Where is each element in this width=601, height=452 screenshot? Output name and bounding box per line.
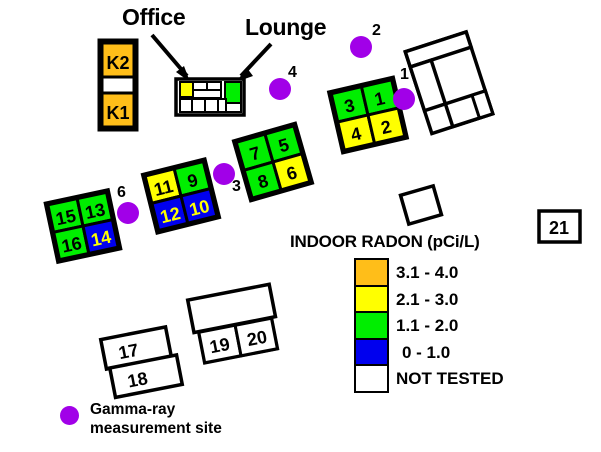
cell-label-9: 9 (185, 170, 200, 192)
building-cluster-9101112[interactable]: 11 9 12 10 (140, 157, 222, 235)
gamma-dot-1[interactable] (393, 88, 415, 110)
gamma-dot-4[interactable] (269, 78, 291, 100)
legend-swatch-not-tested (354, 364, 389, 393)
cell-ol-corridor (192, 89, 222, 99)
cell-label-15: 15 (54, 206, 78, 230)
gamma-dot-label-4: 4 (288, 64, 297, 81)
cell-label-4: 4 (349, 123, 363, 145)
gamma-dot-3[interactable] (213, 163, 235, 185)
legend-label-1p1-2p0: 1.1 - 2.0 (396, 316, 459, 335)
building-office-lounge[interactable] (174, 77, 246, 117)
cell-label-10: 10 (187, 196, 211, 220)
cell-label-21: 21 (549, 218, 569, 238)
legend-title: INDOOR RADON (pCi/L) (290, 232, 480, 251)
cell-k-gap (100, 75, 136, 95)
legend-swatch-1p1-2p0 (354, 311, 389, 340)
cell-ol-f (217, 98, 227, 113)
gamma-ray-key-text: Gamma-ray measurement site (90, 400, 222, 438)
gamma-dot-label-2: 2 (372, 22, 381, 39)
cell-label-11: 11 (152, 176, 175, 200)
cell-ol-d (191, 98, 206, 113)
cell-ol-e (204, 98, 219, 113)
legend-label-not-tested: NOT TESTED (396, 369, 504, 388)
legend-swatch-3p1-4p0 (354, 258, 389, 287)
cell-ol-c (179, 98, 193, 113)
cell-label-k2: K2 (106, 53, 129, 73)
building-untested-northeast[interactable] (403, 29, 495, 136)
gamma-ray-key-line2: measurement site (90, 420, 222, 437)
cell-label-17: 17 (117, 340, 140, 363)
cell-ol-a (192, 81, 208, 91)
cell-20 (233, 316, 280, 358)
cell-office (179, 81, 194, 98)
building-k-block[interactable]: K2 K1 (97, 38, 139, 132)
gamma-dot-2[interactable] (350, 36, 372, 58)
building-untested-small[interactable] (398, 183, 444, 227)
legend-swatch-2p1-3p0 (354, 284, 389, 314)
gamma-dot-6[interactable] (117, 202, 139, 224)
gamma-dot-label-1: 1 (400, 66, 409, 83)
annotation-office: Office (122, 4, 186, 30)
cell-label-18: 18 (126, 368, 149, 391)
cell-label-k1: K1 (106, 103, 129, 123)
legend-swatch-column (354, 258, 389, 393)
building-cluster-5678[interactable]: 7 5 8 6 (231, 121, 315, 203)
cell-label-19: 19 (208, 334, 231, 357)
legend-label-2p1-3p0: 2.1 - 3.0 (396, 289, 459, 309)
legend-label-0-1p0: 0 - 1.0 (402, 342, 451, 362)
cell-label-12: 12 (158, 203, 182, 227)
cell-label-20: 20 (245, 327, 268, 350)
wing-top (403, 29, 474, 70)
cell-lounge (224, 81, 242, 104)
gamma-ray-key-dot-icon (60, 406, 79, 425)
wing-left (408, 57, 448, 113)
building-unit-21[interactable]: 21 (537, 209, 582, 244)
cell-10 (179, 186, 219, 225)
cell-ol-b (206, 81, 222, 91)
cell-6 (271, 151, 312, 192)
gamma-dot-label-6: 6 (117, 184, 126, 201)
legend-label-3p1-4p0: 3.1 - 4.0 (396, 263, 459, 282)
cell-label-14: 14 (89, 227, 113, 251)
cell-label-16: 16 (60, 233, 84, 257)
wing-bottom-right (470, 89, 495, 120)
lounge-arrow (236, 42, 273, 82)
cell-label-1: 1 (373, 88, 387, 110)
radon-legend: INDOOR RADON (pCi/L) 3.1 - 4.0 2.1 - 3.0… (290, 232, 530, 417)
legend-swatch-0-1p0 (354, 337, 389, 367)
cell-14 (81, 217, 120, 256)
cell-label-13: 13 (83, 199, 107, 223)
building-unit-18[interactable]: 18 (107, 352, 185, 400)
cell-2 (366, 106, 407, 146)
cell-label-2: 2 (379, 116, 393, 138)
cell-ol-g (225, 102, 242, 113)
building-units-1920[interactable]: 19 20 (196, 316, 280, 365)
office-arrow (150, 33, 190, 82)
gamma-ray-key-line1: Gamma-ray (90, 401, 176, 418)
building-cluster-13141516[interactable]: 15 13 16 14 (43, 187, 123, 265)
gamma-dot-label-3: 3 (232, 178, 241, 195)
cell-k1 (100, 91, 136, 129)
building-cluster-1234[interactable]: 3 1 4 2 (326, 75, 410, 155)
cell-label-3: 3 (342, 95, 356, 117)
annotation-lounge: Lounge (245, 14, 327, 40)
